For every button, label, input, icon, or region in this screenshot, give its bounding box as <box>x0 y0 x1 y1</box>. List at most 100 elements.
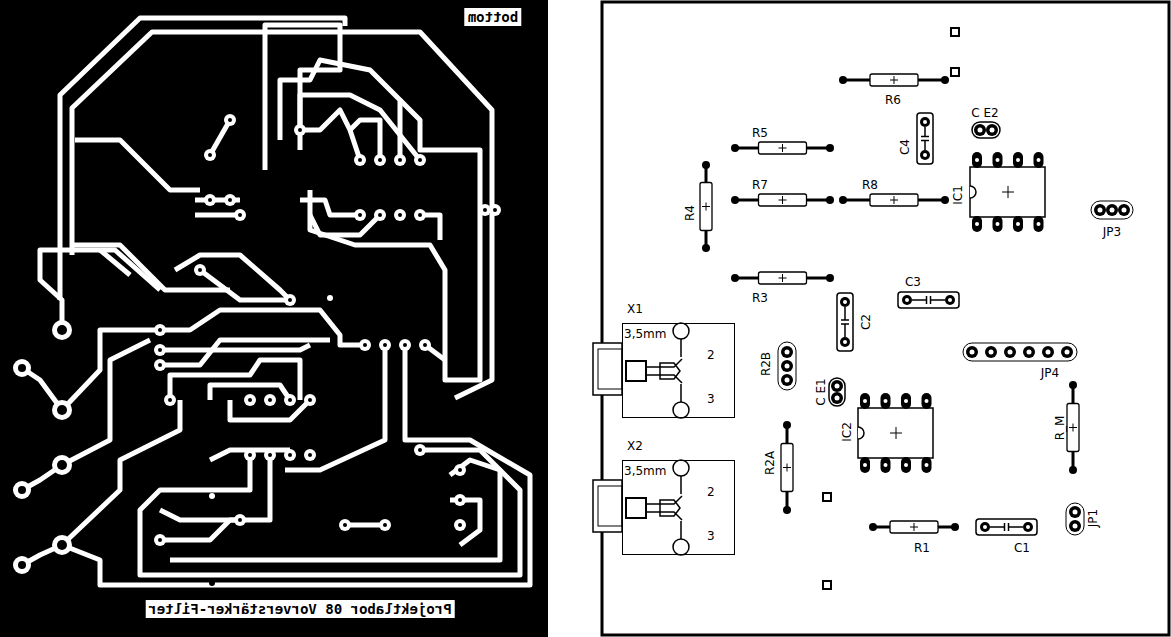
drill-hole <box>57 460 67 470</box>
edge-pad <box>13 556 31 574</box>
drill-hole <box>458 523 462 527</box>
header-pin <box>1042 346 1054 358</box>
solder-pad <box>379 339 391 351</box>
part-name: R6 <box>885 93 901 107</box>
solder-pad <box>224 194 236 206</box>
header-pin <box>781 360 793 372</box>
drill-hole <box>358 213 362 217</box>
copper-trace <box>40 250 160 330</box>
jack-pad <box>52 400 72 420</box>
capacitor-pad <box>840 337 850 347</box>
solder-pad <box>244 449 256 461</box>
drill-hole <box>208 198 212 202</box>
copper-trace <box>62 340 150 465</box>
test-point <box>951 68 959 76</box>
ic-pad <box>922 457 932 473</box>
part-name: IC1 <box>951 185 965 205</box>
copper-trace <box>170 360 300 400</box>
resistor-symbol <box>700 183 712 231</box>
solder-pad <box>394 154 406 166</box>
drill-hole <box>18 561 26 569</box>
resistor-pad <box>839 76 847 84</box>
board-text: bottom <box>465 8 522 26</box>
solder-pad <box>399 339 411 351</box>
copper-trace <box>62 400 180 545</box>
jack-pad <box>52 535 72 555</box>
solder-pad <box>154 344 166 356</box>
part-name: C2 <box>859 314 873 330</box>
drill-hole <box>158 538 162 542</box>
test-point <box>823 581 831 589</box>
resistor-pad <box>1069 381 1077 389</box>
drill-hole <box>288 398 292 402</box>
header-pin <box>986 124 998 136</box>
ic-pad <box>993 152 1003 168</box>
solder-pad <box>304 449 316 461</box>
header-pin <box>1118 204 1130 216</box>
drill-hole <box>268 453 272 457</box>
drill-hole <box>57 325 67 335</box>
solder-pad <box>374 154 386 166</box>
resistor-symbol <box>759 142 807 154</box>
solder-pad <box>414 154 426 166</box>
drill-hole <box>1026 525 1030 529</box>
part-name: R7 <box>752 178 768 192</box>
jack-outline: X13,5mm23 <box>622 323 735 418</box>
solder-pad <box>339 519 351 531</box>
resistor-mark <box>890 76 898 84</box>
drill-hole <box>1016 158 1020 162</box>
solder-pad <box>454 519 466 531</box>
drill-hole <box>57 540 67 550</box>
drill-hole <box>1110 208 1115 213</box>
solder-pad <box>489 204 501 216</box>
elko-outline <box>972 122 1000 138</box>
copper-trace <box>210 450 290 460</box>
capacitor-symbol <box>912 296 945 304</box>
ic-pad <box>881 457 891 473</box>
drill-hole <box>308 398 312 402</box>
drill-hole <box>970 350 975 355</box>
jack-contact <box>646 476 682 539</box>
board-text: Projektlabor 08 Vorverstärker-Filter <box>145 600 454 618</box>
capacitor-pad <box>980 522 990 532</box>
solder-pad <box>374 209 386 221</box>
test-point <box>951 28 959 36</box>
resistor-symbol <box>759 272 807 284</box>
resistor-pad <box>951 523 959 531</box>
solder-pad <box>379 519 391 531</box>
drill-hole <box>483 208 487 212</box>
drill-hole <box>975 158 979 162</box>
capacitor-outline <box>898 292 959 308</box>
solder-pad <box>454 494 466 506</box>
jack-plug <box>593 343 622 395</box>
solder-pad <box>264 449 276 461</box>
header-pin <box>1069 506 1081 518</box>
drill-hole <box>383 343 387 347</box>
part-name: R2A <box>763 451 777 475</box>
part-name: JP4 <box>1041 366 1059 380</box>
solder-pad <box>194 264 206 276</box>
pin-number: 2 <box>707 348 715 362</box>
drill-hole <box>268 398 272 402</box>
copper-trace <box>175 255 290 300</box>
copper-trace <box>62 345 530 585</box>
jack-plug <box>598 486 622 526</box>
drill-hole <box>863 463 867 467</box>
drill-hole <box>228 198 232 202</box>
ic-notch <box>970 186 976 198</box>
copper-trace <box>210 120 230 155</box>
jack-pad <box>626 498 646 518</box>
solder-pad <box>244 394 256 406</box>
solder-pad <box>154 324 166 336</box>
ic-body <box>858 408 933 458</box>
capacitor-outline <box>917 113 933 164</box>
copper-trace <box>160 520 240 540</box>
copper-trace <box>62 310 360 410</box>
drill-hole <box>378 213 382 217</box>
ic-pad <box>860 393 870 409</box>
ic-pad <box>881 393 891 409</box>
drill-hole <box>363 343 367 347</box>
drill-hole <box>158 348 162 352</box>
part-name: R3 <box>752 291 768 305</box>
drill-hole <box>923 153 927 157</box>
